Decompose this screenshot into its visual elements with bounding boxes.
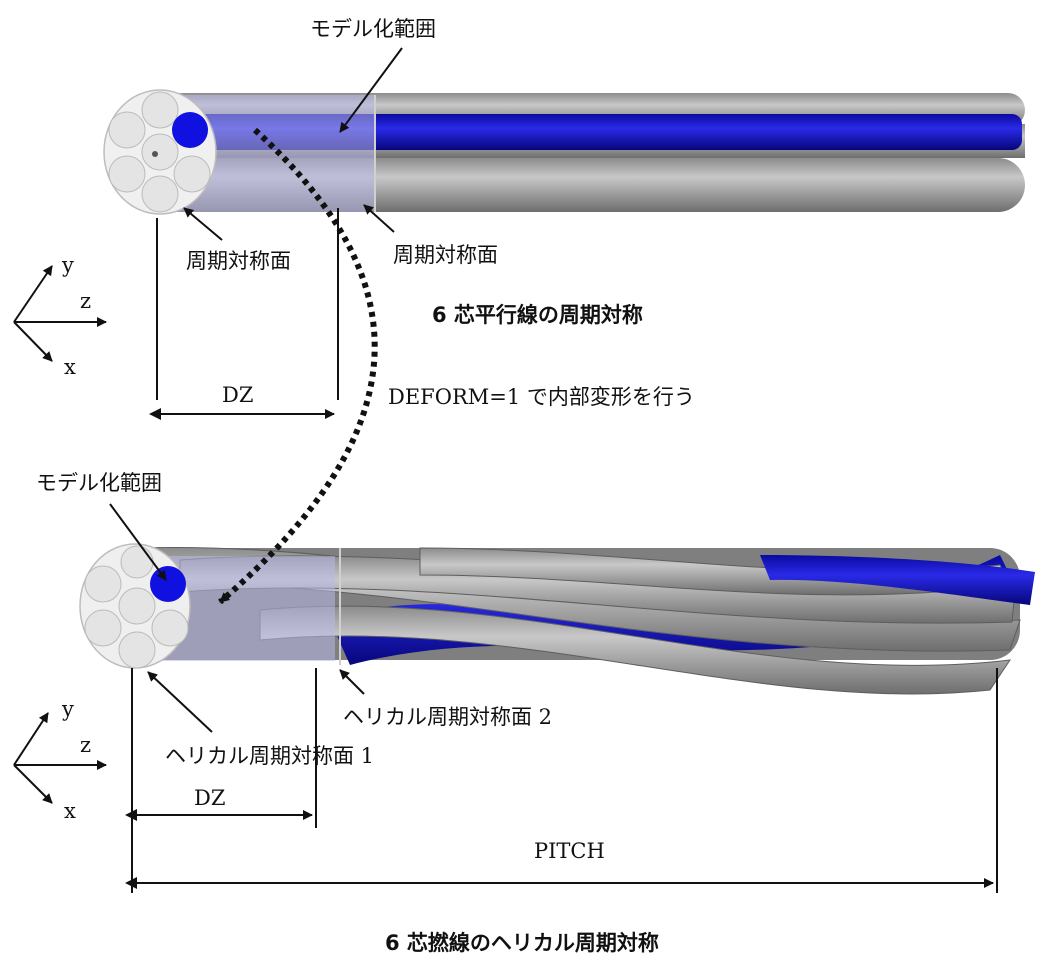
bottom-model-range-label: モデル化範囲 xyxy=(36,471,162,495)
bottom-axis-x: x xyxy=(64,799,76,823)
bottom-caption: 6 芯撚線のヘリカル周期対称 xyxy=(385,931,659,955)
parallel-cable xyxy=(103,89,1025,215)
top-axis-triad: y z x xyxy=(13,253,107,379)
top-axis-x: x xyxy=(64,355,76,379)
transition-label: DEFORM=1 で内部変形を行う xyxy=(388,385,695,409)
top-sym-plane-left-label: 周期対称面 xyxy=(186,249,291,273)
helical-plane-1-label: ヘリカル周期対称面 1 xyxy=(165,744,374,768)
parallel-wire-blue xyxy=(190,114,1022,150)
bottom-axis-triad: y z x xyxy=(13,697,107,823)
top-axis-y: y xyxy=(61,253,74,277)
top-caption: 6 芯平行線の周期対称 xyxy=(432,303,643,327)
bottom-dz-label: DZ xyxy=(194,786,225,810)
stranded-cable xyxy=(79,543,1035,695)
helical-plane-2-label: ヘリカル周期対称面 2 xyxy=(343,705,552,729)
top-dz-label: DZ xyxy=(222,383,253,407)
top-axis-z: z xyxy=(80,289,91,313)
deform-transition-curve xyxy=(218,127,378,605)
pitch-label: PITCH xyxy=(534,839,605,863)
bottom-axis-y: y xyxy=(61,697,74,721)
stranded-end-face xyxy=(84,545,189,669)
top-sym-plane-right-label: 周期対称面 xyxy=(393,243,498,267)
bottom-axis-z: z xyxy=(80,733,91,757)
parallel-end-face xyxy=(108,91,211,213)
top-model-range-label: モデル化範囲 xyxy=(310,17,436,41)
